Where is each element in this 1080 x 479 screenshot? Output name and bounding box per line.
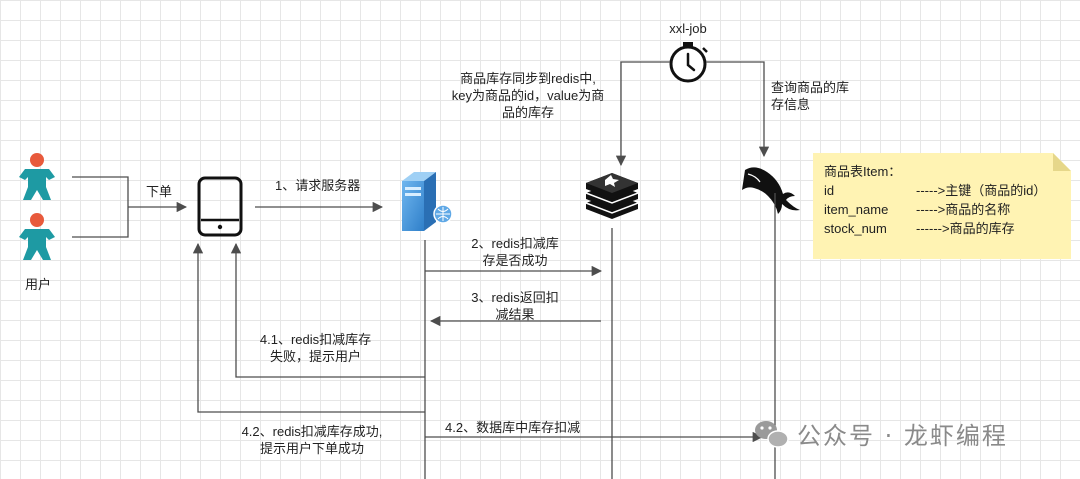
deduct-fail-label: 4.1、redis扣减库存 失败，提示用户	[259, 332, 372, 364]
sync-to-redis-label: 商品库存同步到redis中, key为商品的id，value为商 品的库存	[451, 71, 605, 120]
server-icon	[402, 172, 453, 231]
watermark: 公众号 · 龙虾编程	[797, 422, 1008, 450]
note-row-id: id----->主键（商品的id）	[824, 183, 1047, 198]
client-device-icon	[197, 176, 243, 237]
note-row-item-name: item_name----->商品的名称	[824, 202, 1011, 217]
user-label: 用户	[24, 277, 51, 292]
item-table-note	[813, 153, 1071, 259]
user-icon	[19, 153, 55, 200]
arrows	[192, 61, 770, 443]
scheduler-label: xxl-job	[669, 21, 707, 36]
item-table-note-text: 商品表Item： id----->主键（商品的id） item_name----…	[824, 162, 1046, 238]
note-title: 商品表Item：	[824, 164, 902, 179]
stopwatch-icon	[669, 42, 708, 83]
user-icon	[19, 213, 55, 260]
wechat-icon	[755, 421, 789, 448]
note-row-stock-num: stock_num------>商品的库存	[824, 221, 1015, 236]
arrow-deduct-fail	[230, 242, 425, 378]
arrow-sync-to-redis	[615, 61, 670, 167]
request-server-label: 1、请求服务器	[275, 178, 361, 193]
redis-return-label: 3、redis返回扣 减结果	[471, 290, 559, 322]
deduct-success-label: 4.2、redis扣减库存成功, 提示用户下单成功	[241, 424, 383, 456]
query-stock-label: 查询商品的库 存信息	[771, 80, 850, 112]
arrow-query-stock	[706, 61, 770, 158]
mysql-icon	[742, 167, 800, 214]
order-label: 下单	[146, 184, 173, 199]
db-deduct-label: 4.2、数据库中库存扣减	[445, 420, 581, 435]
redis-icon	[585, 173, 639, 219]
arrow-deduct-success	[192, 242, 425, 413]
order-connector	[72, 176, 188, 238]
redis-deduct-label: 2、redis扣减库 存是否成功	[471, 236, 559, 268]
